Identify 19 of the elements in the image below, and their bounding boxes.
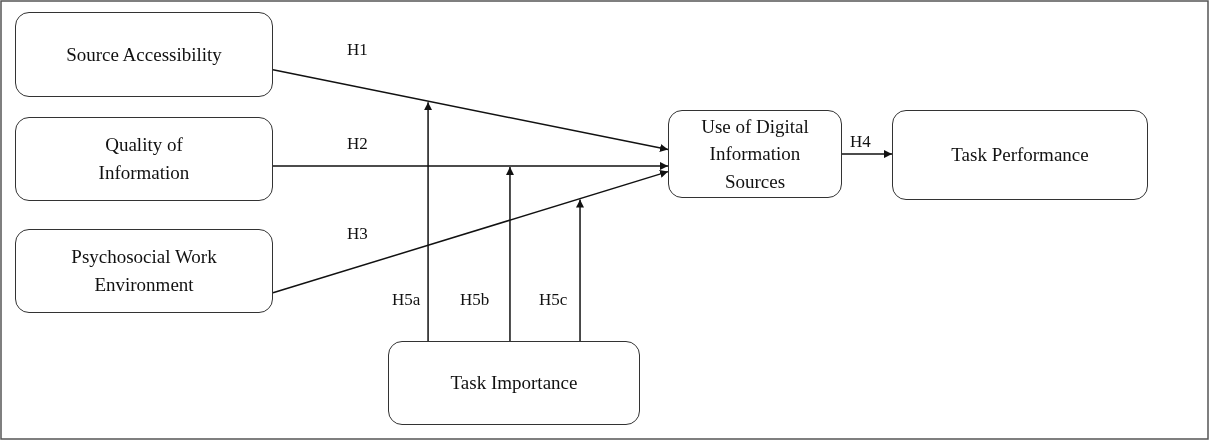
construct-name: Task Importance	[450, 371, 578, 396]
construct-name: Use of Digital Information Sources	[700, 114, 810, 194]
arrow	[424, 101, 433, 342]
construct-box	[15, 117, 273, 201]
construct-name: Source Accessibility	[66, 42, 222, 67]
construct-box	[15, 229, 273, 313]
construct-box	[668, 110, 842, 198]
arrow	[272, 161, 669, 170]
arrow	[272, 69, 669, 152]
construct-box	[15, 12, 273, 97]
construct-name: Psychosocial Work Environment	[70, 245, 218, 297]
arrow	[505, 166, 514, 342]
construct-box	[892, 110, 1148, 200]
construct-name: Quality of Information	[97, 133, 191, 185]
arrow	[576, 198, 584, 342]
arrow	[841, 150, 893, 159]
construct-name: Task Performance	[951, 143, 1089, 168]
construct-box	[388, 341, 640, 425]
arrow	[272, 170, 669, 294]
